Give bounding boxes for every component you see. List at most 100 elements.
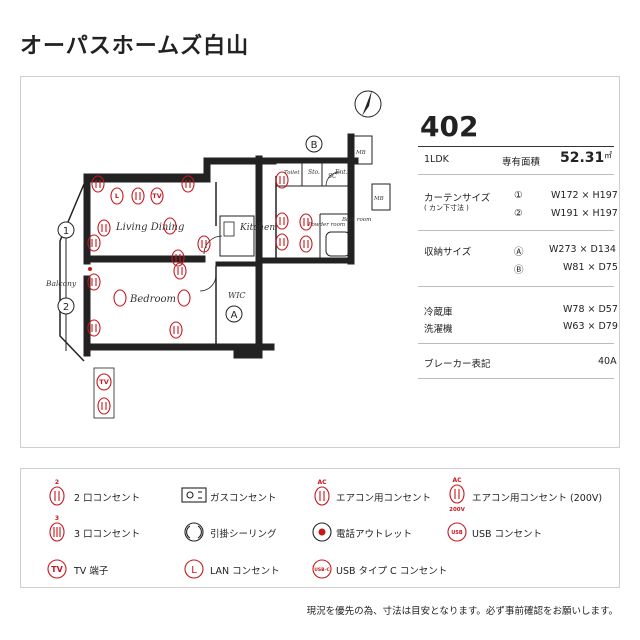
footnote: 現況を優先の為、寸法は目安となります。必ず事前確認をお願いします。 xyxy=(306,606,618,617)
floor-plan: Living Dining Kitchen Bedroom WIC Balcon… xyxy=(45,90,391,419)
room-label-bath: Bath room xyxy=(341,217,371,223)
legend-icons: 2 3 AC AC 200V USB TV L USB-C xyxy=(47,477,467,579)
wall-wet-bottom xyxy=(261,257,355,264)
curtain-mark-1: ① xyxy=(514,190,523,201)
outlet-bed-6 xyxy=(173,262,187,280)
outlet-ldk-lan xyxy=(110,187,124,205)
layout-type: 1LDK xyxy=(424,154,449,165)
phone-outlet-dot xyxy=(88,267,92,271)
room-label-ent: Ent. xyxy=(334,169,348,176)
room-label-sc: SC xyxy=(328,173,337,180)
door-swing-bedroom xyxy=(199,274,217,292)
wall-kitchen-left xyxy=(203,157,211,183)
two-outlet-number: 2 xyxy=(55,479,59,486)
outlet-bed-5 xyxy=(169,321,183,339)
legend-label-ac-200v: エアコン用コンセント (200V) xyxy=(472,493,603,504)
curtain-marker-1 xyxy=(57,221,75,239)
wall-entry-top xyxy=(275,157,359,164)
curtain-marker-2 xyxy=(57,297,75,315)
storage-marker-b-label: B xyxy=(311,140,318,151)
outlet-ldk-7 xyxy=(197,235,211,253)
wall-right xyxy=(347,133,355,265)
room-label-mb-upper: MB xyxy=(355,150,366,156)
area-unit: ㎡ xyxy=(604,151,612,160)
mb-box-lower xyxy=(371,183,391,211)
mb-box-upper xyxy=(353,135,373,165)
storage-size-b: W81 × D75 xyxy=(563,262,618,273)
curtain-sub: ( カン下寸法 ) xyxy=(424,204,469,212)
outlet-ldk-6 xyxy=(163,217,177,235)
lan-icon-text: L xyxy=(191,565,197,576)
area-label: 専有面積 xyxy=(502,157,541,168)
three-outlet-icon xyxy=(49,522,65,542)
washer-label: 洗濯機 xyxy=(424,324,453,335)
legend-label-lan: LAN コンセント xyxy=(210,566,280,577)
wall-left-lower xyxy=(83,275,91,357)
storage-size-a: W273 × D134 xyxy=(549,244,616,255)
gas-outlet-icon xyxy=(181,487,207,503)
spec-divider-1 xyxy=(418,174,614,175)
room-label-wic: WIC xyxy=(228,291,246,300)
corridor-box xyxy=(93,367,115,419)
north-compass xyxy=(354,90,382,118)
phone-outlet-dot-icon xyxy=(318,528,326,536)
wall-bottom-notch xyxy=(233,343,263,359)
room-number: 402 xyxy=(420,110,479,143)
outlet-powder-1 xyxy=(299,213,313,231)
outlet-kitchen-3 xyxy=(275,233,289,251)
room-label-sto: Sto. xyxy=(308,169,320,176)
legend-label-3-outlet: 3 口コンセント xyxy=(74,529,141,540)
storage-mark-a: Ⓐ xyxy=(514,247,524,258)
room-label-bedroom: Bedroom xyxy=(129,294,176,305)
ac-icon-text: AC xyxy=(317,479,327,486)
ac-200v-icon-ac-text: AC xyxy=(452,477,462,484)
spec-divider-top xyxy=(418,146,614,147)
lan-outlet-icon xyxy=(184,559,204,579)
ac-200v-icon-volt-text: 200V xyxy=(449,507,465,513)
usb-outlet-icon xyxy=(447,522,467,542)
room-label-kitchen: Kitchen xyxy=(239,223,275,233)
legend-label-usb: USB コンセント xyxy=(472,529,543,540)
legend-label-2-outlet: 2 口コンセント xyxy=(74,493,141,504)
usb-icon-text: USB xyxy=(451,530,463,536)
legend-label-usb-c: USB タイプ C コンセント xyxy=(336,566,448,577)
wall-core xyxy=(255,155,263,267)
wall-left-upper xyxy=(83,173,91,265)
outlet-bed-2 xyxy=(113,289,127,307)
outlet-ldk-8 xyxy=(171,249,185,267)
storage-label: 収納サイズ xyxy=(424,247,472,258)
storage-marker-b xyxy=(305,135,323,153)
wall-right-bottom xyxy=(255,255,263,349)
legend-label-phone: 電話アウトレット xyxy=(336,529,413,540)
outlet-ldk-4 xyxy=(97,219,111,237)
room-label-mb-lower: MB xyxy=(373,196,384,202)
outlet-ldk-tv xyxy=(150,187,164,205)
washer-size: W63 × D79 xyxy=(563,321,618,332)
outlet-bed-4 xyxy=(87,319,101,337)
outlet-corridor-tv xyxy=(96,373,112,391)
door-swing-entry xyxy=(325,171,341,187)
tv-icon-text: TV xyxy=(51,565,63,574)
outlet-bed-1 xyxy=(87,273,101,291)
outlet-kitchen-2 xyxy=(275,212,289,230)
curtain-size-2: W191 × H197 xyxy=(551,208,618,219)
outlet-bed-3 xyxy=(177,289,191,307)
usb-c-outlet-icon xyxy=(312,559,332,579)
breaker-value: 40A xyxy=(598,356,617,367)
breaker-label: ブレーカー表記 xyxy=(424,359,491,370)
outlet-ldk-1 xyxy=(91,175,105,193)
legend-label-tv: TV 端子 xyxy=(74,566,109,577)
spec-divider-5 xyxy=(418,378,614,379)
kitchen-sink xyxy=(223,221,235,237)
floor-plan-frame xyxy=(20,76,620,448)
legend-label-gas: ガスコンセント xyxy=(210,493,277,504)
wall-wic xyxy=(215,261,257,267)
curtain-size-1: W172 × H197 xyxy=(551,190,618,201)
spec-divider-3 xyxy=(418,286,614,287)
bathtub xyxy=(325,231,351,257)
legend-box xyxy=(20,468,620,588)
usb-c-icon-text: USB-C xyxy=(314,567,330,573)
ceiling-hook-icon xyxy=(184,522,204,542)
outlet-kitchen-1 xyxy=(275,171,289,189)
legend-label-ceiling: 引掛シーリング xyxy=(210,529,277,540)
